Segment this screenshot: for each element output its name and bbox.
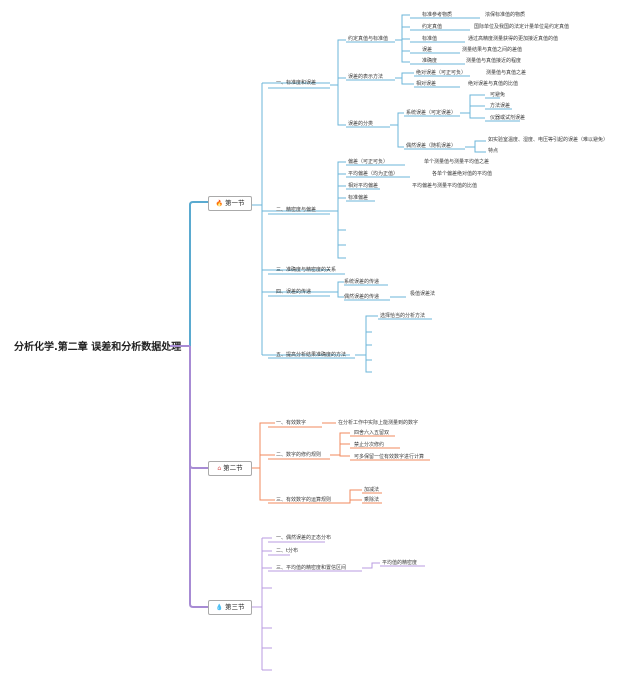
topic-node[interactable]: 三、准确度与精密度的关系 [276, 267, 337, 273]
topic-node[interactable]: 一、偶然误差的正态分布 [276, 535, 332, 541]
leaf-node[interactable]: 乘除法 [364, 497, 380, 503]
leaf-note: 绝对误差与真值的比值 [468, 81, 519, 87]
leaf-node[interactable]: 禁止分次修约 [354, 442, 385, 448]
topic-node[interactable]: 一、标准度和误差 [276, 80, 317, 86]
section-node-1[interactable]: 🔥第一节 [208, 196, 252, 211]
leaf-node[interactable]: 极值误差法 [410, 291, 436, 297]
home-icon: ⌂ [217, 465, 222, 472]
subtopic-node[interactable]: 相对平均偏差 [348, 183, 379, 189]
subtopic-node[interactable]: 偏差（可正可负） [348, 159, 389, 165]
leaf-node[interactable]: 仪器或试剂误差 [490, 115, 526, 121]
leaf-node[interactable]: 约定真值 [422, 24, 443, 30]
topic-node[interactable]: 二、精密度与偏差 [276, 207, 317, 213]
leaf-node[interactable]: 加减法 [364, 487, 380, 493]
leaf-node[interactable]: 准确度 [422, 58, 438, 64]
topic-node[interactable]: 四、误差的传递 [276, 289, 312, 295]
leaf-node[interactable]: 绝对误差（可正可负） [416, 70, 467, 76]
leaf-node[interactable]: 标准值 [422, 36, 438, 42]
subtopic-node[interactable]: 选择恰当的分析方法 [380, 313, 426, 319]
leaf-note: 在分析工作中实际上能测量到的数字 [338, 420, 419, 426]
leaf-node[interactable]: 误差 [422, 47, 433, 53]
leaf-node[interactable]: 如实验室温度、湿度、电压等引起的误差（难以避免） [488, 137, 609, 143]
leaf-note: 测量值与真值接近的程度 [466, 58, 522, 64]
root-topic[interactable]: 分析化学.第二章 误差和分析数据处理 [14, 342, 182, 353]
leaf-note: 测量结果与真值之间的差值 [462, 47, 523, 53]
leaf-node[interactable]: 可多保留一位有效数字进行计算 [354, 454, 425, 460]
subtopic-node[interactable]: 误差的表示方法 [348, 74, 384, 80]
leaf-note: 平均偏差与测量平均值的比值 [412, 183, 478, 189]
subtopic-node[interactable]: 平均偏差（均为正值） [348, 171, 399, 177]
leaf-node[interactable]: 平均值的精密度 [382, 560, 418, 566]
subtopic-node[interactable]: 标准偏差 [348, 195, 369, 201]
root-connector [170, 345, 190, 347]
leaf-node[interactable]: 特点 [488, 148, 499, 154]
leaf-note: 测量值与真值之差 [486, 70, 527, 76]
leaf-note: 国际单位及我国的法定计量单位是约定真值 [474, 24, 570, 30]
leaf-node[interactable]: 标准参考物质 [422, 12, 453, 18]
section-node-2[interactable]: ⌂第二节 [208, 461, 252, 476]
section-label: 第二节 [223, 464, 243, 472]
topic-node[interactable]: 五、提高分析结果准确度的方法 [276, 352, 347, 358]
section-node-3[interactable]: 💧第三节 [208, 600, 252, 615]
leaf-note: 通过高精度测量获得的更加接近真值的值 [468, 36, 559, 42]
topic-node[interactable]: 三、有效数字的运算规则 [276, 497, 332, 503]
leaf-note: 各单个偏差绝对值的平均值 [432, 171, 493, 177]
topic-node[interactable]: 二、t分布 [276, 548, 298, 554]
topic-node[interactable]: 一、有效数字 [276, 420, 307, 426]
leaf-node[interactable]: 系统误差（可定误差） [406, 110, 457, 116]
leaf-node[interactable]: 方法误差 [490, 103, 511, 109]
subtopic-node[interactable]: 偶然误差的传递 [344, 294, 380, 300]
section-label: 第三节 [224, 603, 245, 611]
water-drop-icon: 💧 [215, 604, 223, 611]
subtopic-node[interactable]: 约定真值与标准值 [348, 36, 389, 42]
fire-icon: 🔥 [215, 200, 223, 207]
section-label: 第一节 [224, 199, 245, 207]
topic-node[interactable]: 二、数字的修约规则 [276, 452, 322, 458]
leaf-note: 单个测量值与测量平均值之差 [424, 159, 490, 165]
leaf-note: 浓保标准值的物质 [485, 12, 526, 18]
subtopic-node[interactable]: 误差的分类 [348, 121, 374, 127]
topic-node[interactable]: 三、平均值的精密度和置信区间 [276, 565, 347, 571]
leaf-node[interactable]: 相对误差 [416, 81, 437, 87]
subtopic-node[interactable]: 系统误差的传递 [344, 279, 380, 285]
leaf-node[interactable]: 偶然误差（随机误差） [406, 143, 457, 149]
leaf-node[interactable]: 可避免 [490, 92, 506, 98]
leaf-node[interactable]: 四舍六入五留双 [354, 430, 390, 436]
